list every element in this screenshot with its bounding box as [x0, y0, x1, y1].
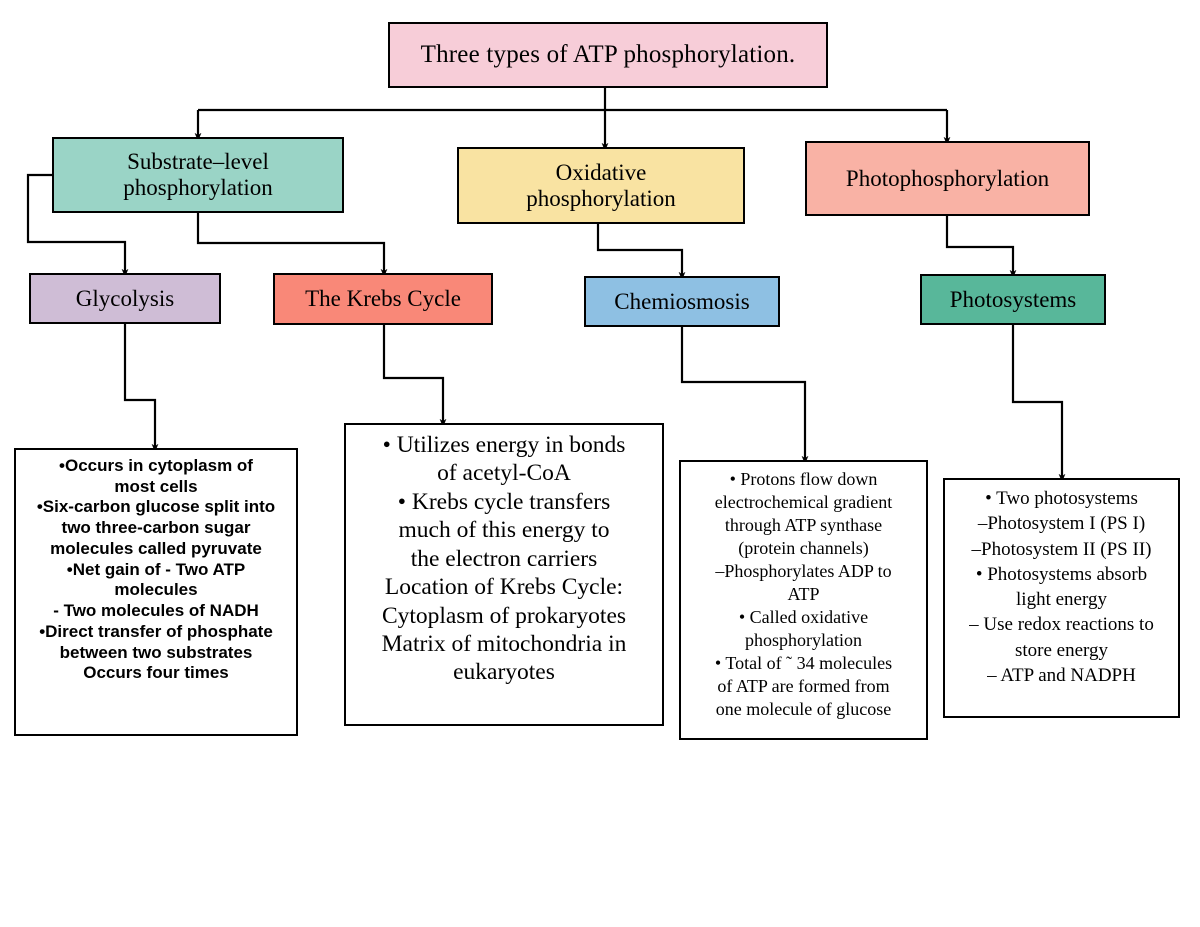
node-chemiosmosis[interactable]: Chemiosmosis	[584, 276, 780, 327]
node-oxidative-phosphorylation[interactable]: Oxidative phosphorylation	[457, 147, 745, 224]
node-substrate-level-phosphorylation-label: Substrate–level phosphorylation	[123, 149, 273, 200]
edge-photosystems-to-detail	[1011, 325, 1066, 483]
edge-krebs-to-detail	[382, 325, 447, 428]
edge-oxidative-to-chemiosmosis	[596, 224, 686, 281]
node-chemiosmosis-label: Chemiosmosis	[614, 288, 750, 314]
node-glycolysis[interactable]: Glycolysis	[29, 273, 221, 324]
detail-box-photosystems[interactable]: • Two photosystems –Photosystem I (PS I)…	[943, 478, 1180, 718]
node-photosystems[interactable]: Photosystems	[920, 274, 1106, 325]
detail-box-glycolysis[interactable]: •Occurs in cytoplasm of most cells •Six-…	[14, 448, 298, 736]
node-the-krebs-cycle-label: The Krebs Cycle	[305, 286, 461, 312]
node-title-label: Three types of ATP phosphorylation.	[420, 41, 796, 68]
detail-box-glycolysis-text: •Occurs in cytoplasm of most cells •Six-…	[36, 456, 276, 683]
node-substrate-level-phosphorylation[interactable]: Substrate–level phosphorylation	[52, 137, 344, 213]
detail-box-krebs-cycle-text: • Utilizes energy in bonds of acetyl-CoA…	[381, 432, 627, 686]
edge-substrate-to-krebs	[196, 213, 388, 278]
node-glycolysis-label: Glycolysis	[75, 285, 175, 311]
edge-photo-to-photosystems	[945, 216, 1017, 279]
detail-box-photosystems-text: • Two photosystems –Photosystem I (PS I)…	[969, 488, 1154, 686]
edge-chemiosmosis-to-detail	[680, 327, 809, 465]
detail-box-krebs-cycle[interactable]: • Utilizes energy in bonds of acetyl-CoA…	[344, 423, 664, 726]
node-the-krebs-cycle[interactable]: The Krebs Cycle	[273, 273, 493, 325]
detail-box-chemiosmosis[interactable]: • Protons flow down electrochemical grad…	[679, 460, 928, 740]
node-title-three-types-atp-phosphorylation[interactable]: Three types of ATP phosphorylation.	[388, 22, 828, 88]
edge-glycolysis-to-detail	[123, 324, 159, 453]
node-photosystems-label: Photosystems	[949, 286, 1077, 312]
node-oxidative-phosphorylation-label: Oxidative phosphorylation	[526, 159, 676, 211]
node-photophosphorylation[interactable]: Photophosphorylation	[805, 141, 1090, 216]
node-photophosphorylation-label: Photophosphorylation	[845, 165, 1050, 191]
detail-box-chemiosmosis-text: • Protons flow down electrochemical grad…	[714, 469, 893, 720]
